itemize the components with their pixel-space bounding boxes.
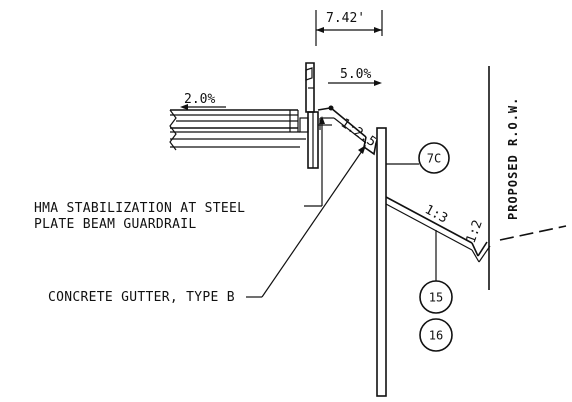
guardrail (299, 62, 319, 169)
retaining-wall (376, 127, 387, 397)
hma-label-line1: HMA STABILIZATION AT STEEL (34, 201, 245, 216)
existing-ground-line (499, 225, 567, 241)
concrete-gutter-callout: CONCRETE GUTTER, TYPE B (48, 145, 366, 305)
slope-left-text: 2.0% (184, 92, 215, 107)
callout-7c-text: 7C (427, 152, 441, 166)
shoulder-and-ditch: 1:2.5 (317, 105, 381, 156)
slope-right-text: 5.0% (340, 67, 371, 82)
offset-dimension-text: 7.42' (326, 11, 365, 26)
slope-right-label: 5.0% (328, 67, 382, 86)
roadway-pavement (169, 109, 306, 151)
callout-7c: 7C (386, 142, 450, 174)
gutter-label: CONCRETE GUTTER, TYPE B (48, 290, 235, 305)
hma-stabilization-callout: HMA STABILIZATION AT STEEL PLATE BEAM GU… (34, 116, 325, 232)
embankment-slope: 1:3 1:2 (385, 196, 491, 263)
offset-dimension: 7.42' (315, 10, 383, 46)
slope-ditch-front-text: 1:2.5 (338, 116, 379, 150)
slope-left-label: 2.0% (180, 92, 226, 110)
callout-16-text: 16 (429, 329, 443, 343)
callout-15-text: 15 (429, 291, 443, 305)
proposed-row: PROPOSED R.O.W. (488, 66, 520, 290)
hma-label-line2: PLATE BEAM GUARDRAIL (34, 217, 197, 232)
callout-15-16: 15 16 (419, 230, 453, 352)
proposed-row-text: PROPOSED R.O.W. (506, 97, 520, 220)
slope-back-text: 1:2 (464, 218, 486, 245)
